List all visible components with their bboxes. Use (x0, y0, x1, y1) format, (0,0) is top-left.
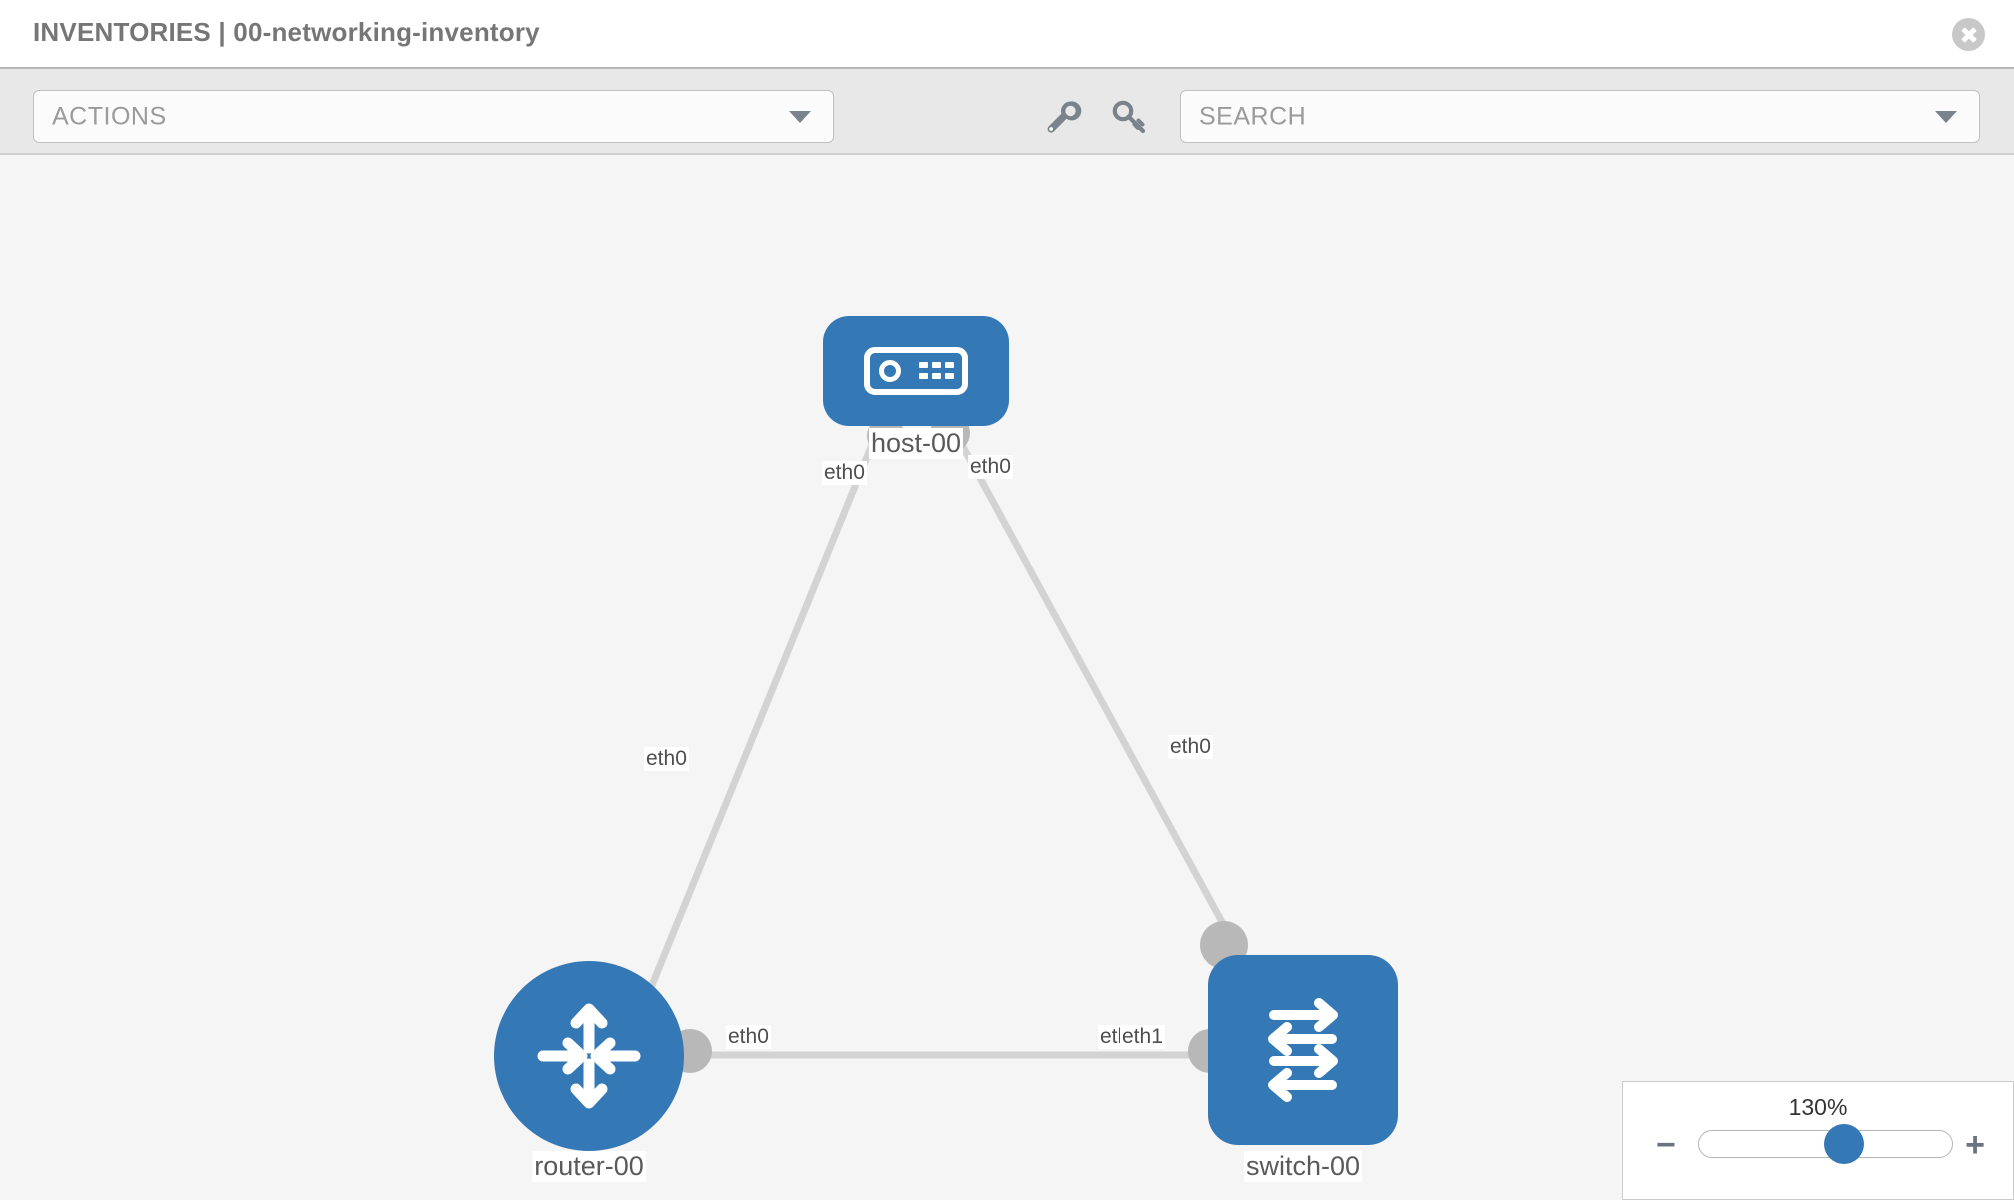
toolbar: ACTIONS SEARCH (0, 69, 2014, 155)
zoom-in-button[interactable]: + (1965, 1126, 1985, 1164)
zoom-slider-thumb[interactable] (1824, 1124, 1864, 1164)
node-switch-00-label: switch-00 (1243, 1151, 1363, 1182)
node-switch-00-shape (1208, 955, 1398, 1145)
switch-arrows-icon (1268, 998, 1338, 1102)
edge-label-router-up: eth0 (644, 747, 689, 771)
node-host-00-shape (823, 316, 1009, 426)
node-switch-00[interactable]: switch-00 (1208, 955, 1398, 1182)
edge-label-switch-left-b: eth1 (1120, 1025, 1165, 1049)
edge-label-router-right: eth0 (726, 1025, 771, 1049)
node-router-00-shape (494, 961, 684, 1151)
actions-dropdown-label: ACTIONS (52, 102, 167, 130)
zoom-control-panel: 130% − + (1622, 1081, 2014, 1200)
chevron-down-icon (789, 110, 811, 123)
wrench-icon[interactable] (1040, 95, 1084, 139)
chevron-down-icon (1935, 110, 1957, 123)
zoom-out-button[interactable]: − (1656, 1126, 1676, 1164)
zoom-slider-track[interactable] (1698, 1124, 1953, 1164)
topology-canvas[interactable]: host-00 (0, 155, 2014, 1200)
search-placeholder: SEARCH (1199, 102, 1307, 130)
zoom-percent-label: 130% (1788, 1094, 1848, 1120)
titlebar: INVENTORIES | 00-networking-inventory (0, 0, 2014, 69)
search-input[interactable]: SEARCH (1180, 90, 1980, 143)
node-router-00[interactable]: router-00 (494, 961, 684, 1182)
edge-label-host-left: eth0 (822, 461, 867, 485)
close-icon[interactable] (1952, 18, 1985, 51)
router-arrows-icon (537, 1003, 641, 1109)
page-title: INVENTORIES | 00-networking-inventory (33, 17, 540, 47)
edge-label-switch-up: eth0 (1168, 735, 1213, 759)
edge-host-switch (946, 419, 1244, 959)
node-router-00-label: router-00 (532, 1151, 646, 1182)
topology-edges (644, 419, 1244, 1059)
key-icon[interactable] (1108, 95, 1152, 139)
node-host-00-label: host-00 (868, 428, 964, 459)
actions-dropdown[interactable]: ACTIONS (33, 90, 834, 143)
server-icon (864, 347, 968, 395)
node-host-00[interactable]: host-00 (823, 316, 1009, 459)
edge-host-router (644, 421, 884, 999)
edge-label-host-right: eth0 (968, 455, 1013, 479)
